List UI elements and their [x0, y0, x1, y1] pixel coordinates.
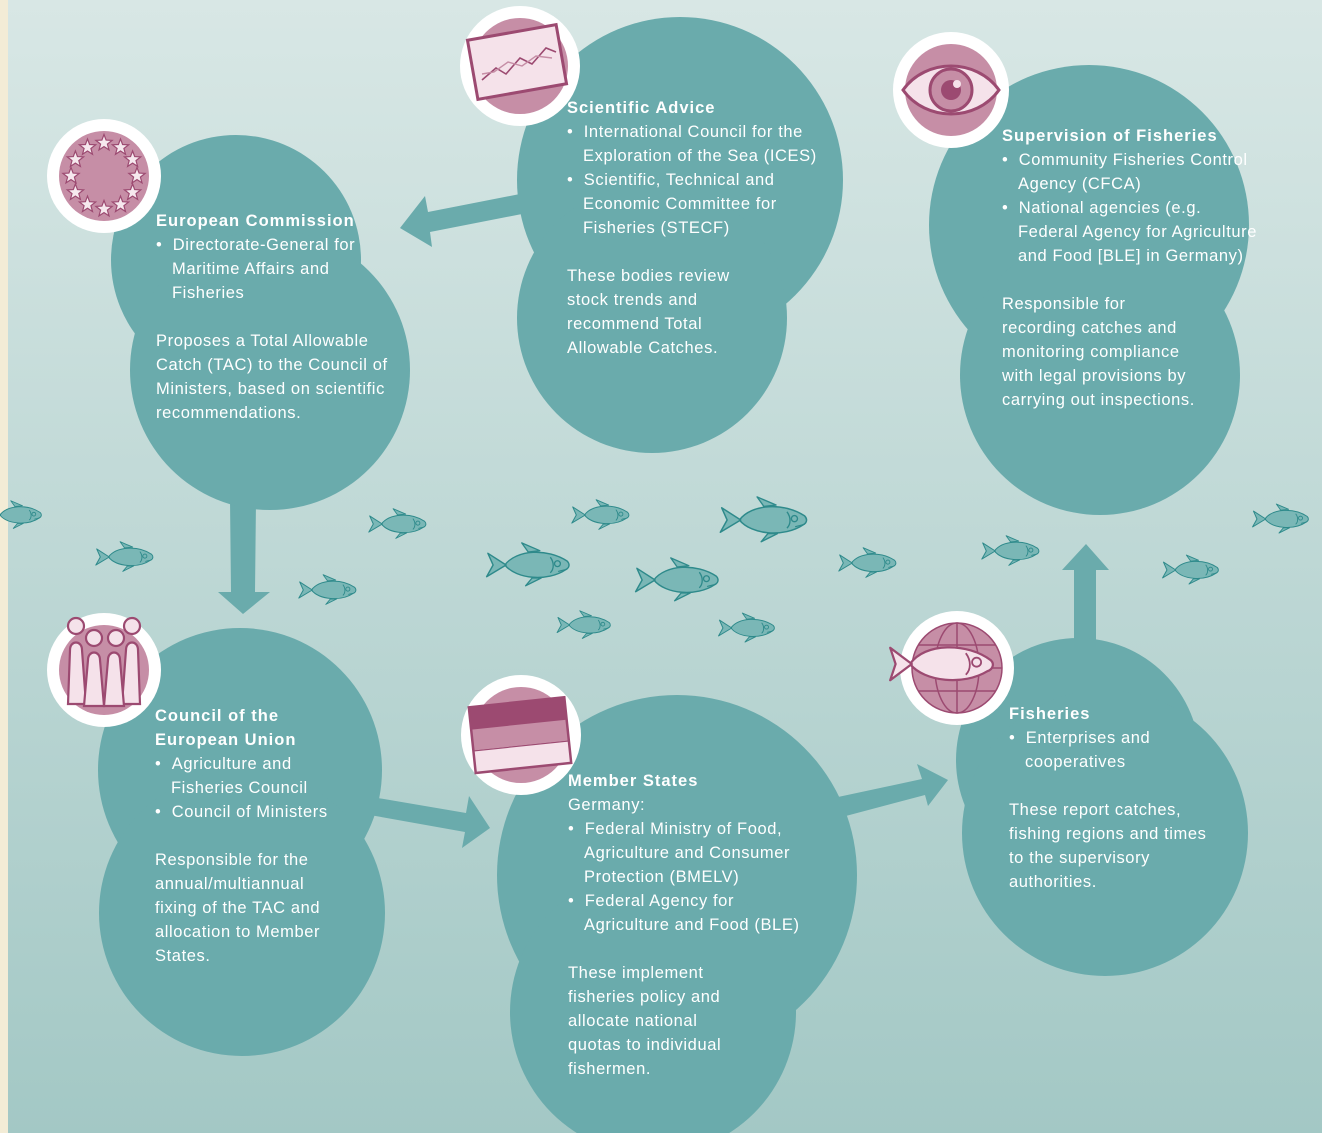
eu-stars-icon: [47, 119, 161, 233]
star-icon: [94, 132, 114, 152]
node-description: Proposes a Total Allowable Catch (TAC) t…: [156, 332, 388, 422]
star-icon: [77, 194, 98, 213]
node-supervision-of-fisheries: Supervision of Fisheries Community Fishe…: [1002, 124, 1264, 412]
arrow-member-states-to-fisheries: [838, 764, 948, 817]
node-item: Directorate-General for Maritime Affairs…: [156, 233, 406, 305]
node-item: Scientific, Technical and Economic Commi…: [567, 168, 819, 240]
flow-arrows: [218, 194, 1109, 848]
node-description: Responsible for recording catches and mo…: [1002, 295, 1195, 409]
flag-icon: [461, 675, 581, 795]
star-icon: [77, 137, 98, 156]
node-description: Responsible for the annual/multiannual f…: [155, 851, 321, 965]
council-figures-icon: [47, 613, 161, 727]
node-description: These report catches, fishing regions an…: [1009, 801, 1207, 891]
node-item: Council of Ministers: [155, 800, 355, 824]
star-icon: [110, 194, 131, 213]
node-description: These implement fisheries policy and all…: [568, 964, 722, 1078]
node-title: Fisheries: [1009, 705, 1091, 723]
arrow-fisheries-to-supervision: [1062, 544, 1109, 650]
node-item: Federal Agency for Agriculture and Food …: [568, 889, 823, 937]
node-subtitle: Germany:: [568, 796, 646, 814]
star-icon: [122, 182, 143, 201]
node-european-commission: European Commission Directorate-General …: [156, 209, 406, 425]
trend-chart-icon: [460, 6, 580, 126]
star-icon: [94, 198, 114, 218]
arrow-commission-to-council: [218, 500, 270, 614]
node-council-of-the-eu: Council of the European Union Agricultur…: [155, 704, 355, 968]
eye-icon: [893, 32, 1009, 148]
node-title: Council of the European Union: [155, 707, 297, 749]
star-icon: [65, 182, 86, 201]
fish-globe-icon: [889, 611, 1014, 725]
node-item: International Council for the Exploratio…: [567, 120, 819, 168]
node-title: Scientific Advice: [567, 99, 716, 117]
arrow-science-to-commission: [400, 194, 522, 247]
star-icon: [110, 137, 131, 156]
node-description: These bodies review stock trends and rec…: [567, 267, 730, 357]
star-icon: [65, 149, 86, 168]
node-fisheries: Fisheries Enterprises and cooperatives T…: [1009, 702, 1224, 894]
node-item: Federal Ministry of Food, Agriculture an…: [568, 817, 823, 889]
node-item: Agriculture and Fisheries Council: [155, 752, 355, 800]
node-scientific-advice: Scientific Advice International Council …: [567, 96, 819, 360]
arrow-council-to-member-states: [370, 796, 490, 848]
node-title: Member States: [568, 772, 699, 790]
node-title: Supervision of Fisheries: [1002, 127, 1218, 145]
node-item: National agencies (e.g. Federal Agency f…: [1002, 196, 1264, 268]
node-member-states: Member States Germany: Federal Ministry …: [568, 769, 823, 1081]
star-icon: [122, 149, 143, 168]
star-icon: [61, 165, 81, 185]
star-icon: [127, 165, 147, 185]
node-item: Community Fisheries Control Agency (CFCA…: [1002, 148, 1248, 196]
node-item: Enterprises and cooperatives: [1009, 726, 1185, 774]
node-title: European Commission: [156, 212, 355, 230]
page-edge-strip: [0, 0, 8, 1133]
